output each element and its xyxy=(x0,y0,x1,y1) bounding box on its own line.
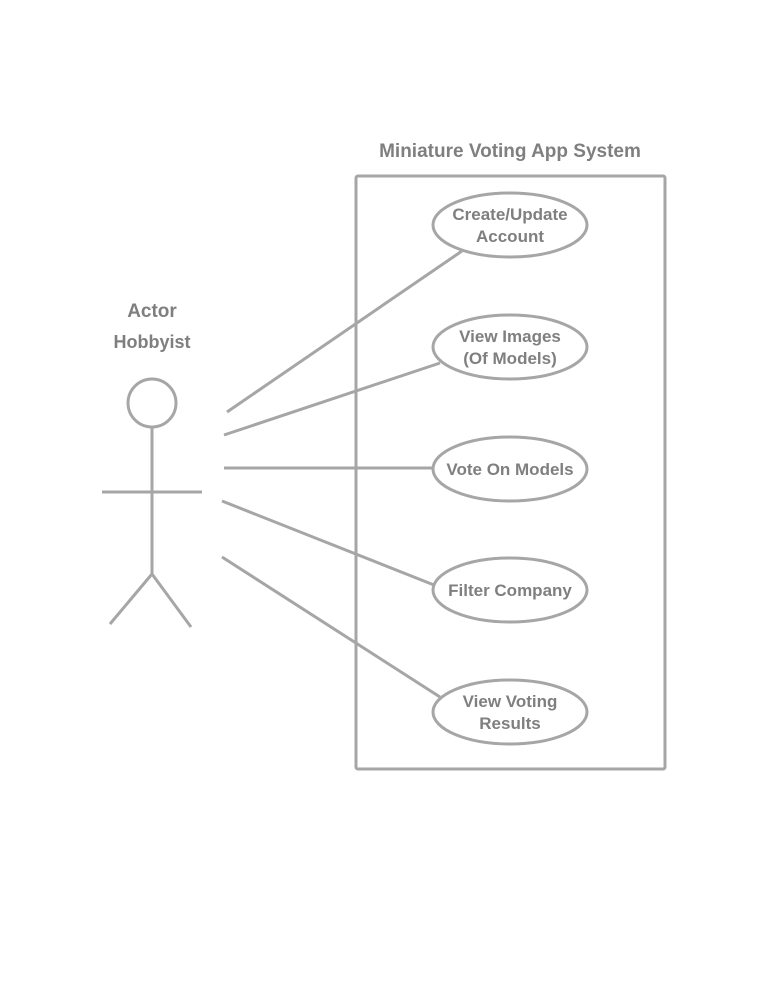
use-case-ellipse xyxy=(431,435,589,503)
use-case-label: Results xyxy=(479,714,540,733)
use-case-ellipse xyxy=(431,678,589,746)
association-line xyxy=(226,249,463,414)
use-case: Vote On Models xyxy=(431,435,589,503)
use-case-label: View Voting xyxy=(463,692,558,711)
use-case: Filter Company xyxy=(431,556,589,624)
actor-heading: Actor xyxy=(127,301,177,322)
use-case-label: Vote On Models xyxy=(446,460,573,479)
system-boundary xyxy=(354,174,667,771)
actor-head xyxy=(126,377,178,429)
actor-name: Hobbyist xyxy=(113,332,190,352)
actor-left-leg xyxy=(108,573,154,625)
use-case-label: Create/Update xyxy=(452,205,567,224)
use-case: View Images (Of Models) xyxy=(431,313,589,381)
system-title: Miniature Voting App System xyxy=(379,141,641,162)
use-case-ellipse xyxy=(431,556,589,624)
association-line xyxy=(223,361,441,437)
association-line xyxy=(221,555,441,699)
actor-right-leg xyxy=(150,573,193,628)
actor-stick-figure xyxy=(102,377,202,628)
association-line xyxy=(221,499,435,587)
use-case-label: Account xyxy=(476,227,544,246)
use-case-ellipse xyxy=(431,191,589,259)
use-case-label: View Images xyxy=(459,327,561,346)
associations xyxy=(221,249,463,699)
use-case-ellipse xyxy=(431,313,589,381)
use-case-label: Filter Company xyxy=(448,581,572,600)
use-case-label: (Of Models) xyxy=(463,349,557,368)
